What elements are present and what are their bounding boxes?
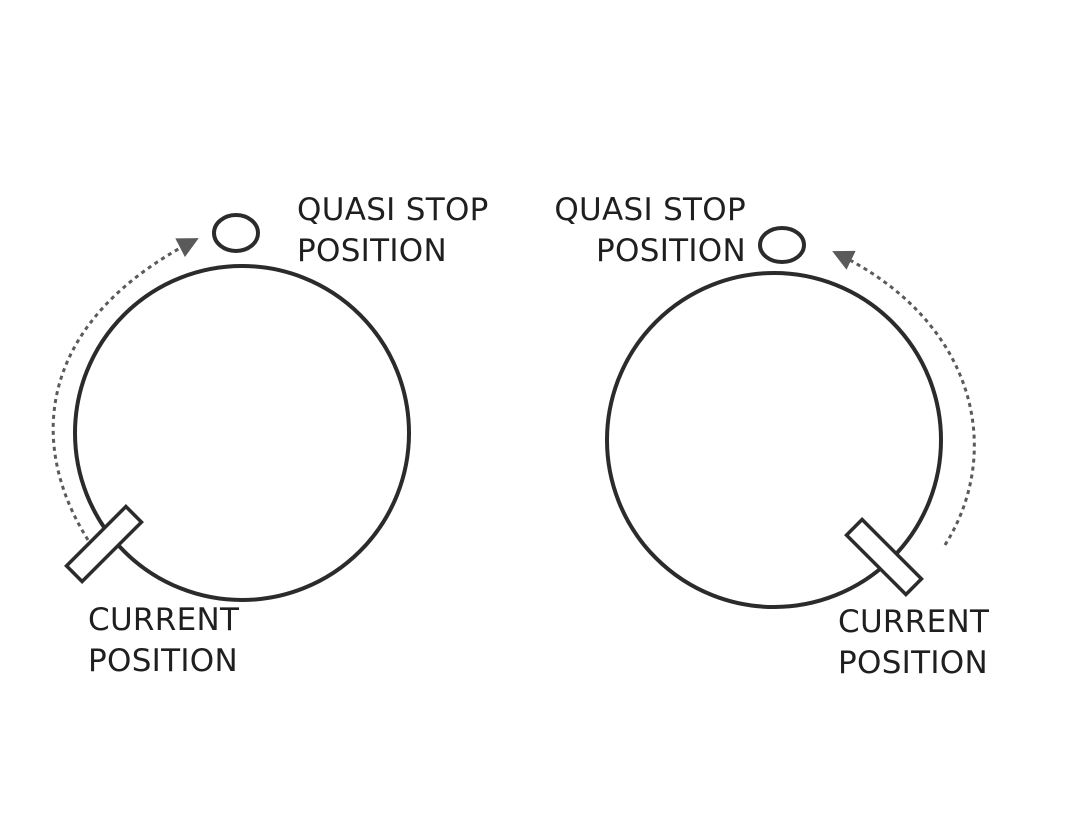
left-rotation-arrow [51, 238, 199, 541]
right-current-line1: CURRENT [838, 604, 990, 640]
right-current-position-label: CURRENT POSITION [838, 602, 989, 684]
left-stop-marker [212, 213, 260, 253]
left-quasi-stop-line1: QUASI STOP [297, 192, 489, 228]
left-current-line2: POSITION [88, 643, 238, 679]
right-spindle-circle [605, 271, 943, 609]
right-stop-marker [758, 226, 806, 264]
right-quasi-stop-label: QUASI STOP POSITION [554, 190, 746, 272]
left-spindle-circle [73, 264, 411, 602]
left-quasi-stop-label: QUASI STOP POSITION [297, 190, 489, 272]
left-current-position-label: CURRENT POSITION [88, 600, 239, 682]
left-quasi-stop-line2: POSITION [297, 233, 447, 269]
left-current-position-key [64, 504, 144, 584]
right-quasi-stop-line1: QUASI STOP [554, 192, 746, 228]
left-current-line1: CURRENT [88, 602, 240, 638]
right-rotation-arrow [832, 250, 976, 546]
right-current-position-key [844, 517, 924, 597]
left-spindle-diagram [51, 213, 411, 602]
right-current-line2: POSITION [838, 645, 988, 681]
right-quasi-stop-line2: POSITION [596, 233, 746, 269]
right-spindle-diagram [605, 226, 976, 609]
